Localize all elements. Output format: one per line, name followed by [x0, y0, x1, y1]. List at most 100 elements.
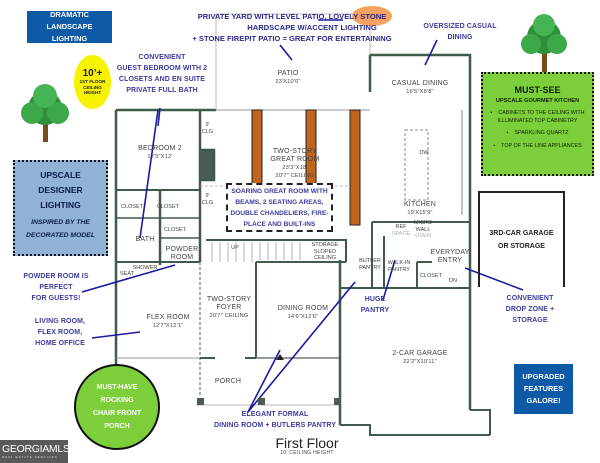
room-name: KITCHEN [403, 201, 437, 208]
callout-line: ELEGANT FORMAL [241, 411, 309, 418]
box-line: SOARING GREAT ROOM WITH [231, 187, 328, 195]
room-dim: 12'3"X12' [147, 154, 173, 160]
callout-line: OVERSIZED CASUAL [423, 23, 497, 30]
ceiling-note-top: 9' CLG [200, 122, 215, 135]
callout-line: CONVENIENT [506, 295, 554, 302]
callout-line: FLEX ROOM, [37, 329, 83, 336]
arrow-pantry [382, 259, 396, 301]
callout-line: + STONE FIREPIT PATIO = GREAT FOR ENTERT… [192, 34, 392, 43]
drop-zone-callout: CONVENIENT DROP ZONE + STORAGE [495, 293, 565, 326]
room-dining: DINING ROOM 14'6"X12'6" [268, 305, 338, 321]
room-name: TWO-STORY FOYER [206, 296, 252, 311]
label-ref-space: REF SPACE [391, 224, 411, 237]
callout-line: STORAGE [512, 317, 548, 324]
room-name: CASUAL DINING [391, 80, 449, 87]
wall-casual-right [370, 53, 472, 232]
label-micro-wall-oven: MICRO WALL OVEN [412, 220, 434, 240]
floor-title-block: First Floor 10' CEILING HEIGHT [262, 436, 352, 456]
designer-lighting-box: UPSCALE DESIGNER LIGHTING INSPIRED BY TH… [13, 160, 108, 256]
room-foyer: TWO-STORY FOYER 20'7" CEILING [203, 296, 255, 320]
georgia-mls-logo: GEORGIAMLS REAL ESTATE SERVICES [0, 440, 70, 463]
ceiling-note-bottom: 9' CLG [200, 193, 215, 206]
room-dim: 16'5"X8'8" [406, 89, 434, 95]
logo-subtext: REAL ESTATE SERVICES [2, 455, 58, 459]
note-line: REF [395, 224, 407, 230]
box-line: DOUBLE CHANDELIERS, FIRE- [230, 209, 329, 217]
flex-room-callout: LIVING ROOM, FLEX ROOM, HOME OFFICE [30, 316, 90, 349]
callout-line: HUGE [364, 296, 386, 303]
box-line: PLACE AND BUILT-INS [243, 220, 316, 228]
callout-line: CONVENIENT [138, 54, 186, 61]
circle-line: ROCKING [100, 397, 134, 404]
circle-line: PORCH [104, 423, 130, 430]
note-line: WALL [415, 226, 431, 233]
room-closet: CLOSET [163, 227, 186, 233]
room-name: FLEX ROOM [146, 314, 190, 321]
logo-text: GEORGIAMLS [2, 443, 70, 455]
tree-right [521, 14, 567, 74]
room-dim: 23'X10'6" [275, 79, 301, 85]
room-dim: 20'7" CEILING [209, 313, 249, 319]
room-dim: 12'7"X12'1" [152, 323, 184, 329]
room-butler-pantry: BUTLER PANTRY [356, 258, 384, 271]
badge-line: 1ST FLOOR [79, 79, 106, 85]
arrow-powder [81, 264, 176, 293]
circle-line: CHAIR FRONT [92, 410, 142, 417]
room-note: 20'7" CEILING [275, 173, 315, 179]
arrow-drop-zone [464, 267, 524, 291]
room-walk-in-pantry: WALK-IN PANTRY [384, 260, 414, 273]
badge-line: CEILING [83, 84, 102, 90]
box-line: GALORE! [526, 396, 561, 405]
room-garage: 2-CAR GARAGE 22'2"X19'11" [375, 350, 465, 366]
arrow-yard [279, 44, 293, 61]
box-subtitle-line: DECORATED MODEL [26, 232, 95, 239]
great-room-feature-box: SOARING GREAT ROOM WITH BEAMS, 2 SEATING… [226, 183, 333, 232]
arrow-flex [91, 331, 141, 339]
floor-subtitle: 10' CEILING HEIGHT [280, 450, 334, 456]
room-seat: SEAT [120, 271, 134, 277]
bullet-item: SPARKLING QUARTZ [483, 129, 592, 137]
room-great-room: TWO-STORY GREAT ROOM 23'3"X18' 20'7" CEI… [265, 148, 325, 180]
room-name: PATIO [277, 70, 299, 77]
label-stairs-down: DN [449, 278, 457, 284]
label-stairs-up: UP [231, 245, 239, 251]
arrow-bath [139, 109, 159, 239]
room-closet: CLOSET [120, 204, 143, 210]
room-flex: FLEX ROOM 12'7"X12'1" [138, 314, 198, 330]
box-title-line: UPSCALE [40, 170, 81, 180]
note-line: PANTRY [388, 266, 410, 273]
room-name: DINING ROOM [277, 305, 329, 312]
note-line: MICRO [413, 220, 433, 226]
bullet-item: CABINETS TO THE CEILING WITH ILLUMINATED… [483, 109, 592, 125]
room-kitchen: KITCHEN 19'X15'9" [395, 201, 445, 217]
arrow-casual-dining [424, 39, 438, 66]
room-name: BEDROOM 2 [138, 145, 182, 152]
circle-line: MUST-HAVE [96, 384, 138, 391]
floor-title: First Floor [275, 435, 339, 451]
note-line: OVEN [415, 233, 431, 239]
room-casual-dining: CASUAL DINING 16'5"X8'8" [380, 80, 460, 96]
note-line: ENTRY [437, 257, 463, 264]
room-closet: CLOSET [156, 204, 179, 210]
box-line: OR STORAGE [498, 243, 545, 250]
room-dim: 14'6"X12'6" [287, 314, 319, 320]
room-dim: 22'2"X19'11" [403, 359, 437, 365]
bullet-item: TOP OF THE LINE APPLIANCES [483, 142, 592, 150]
box-line: 3RD-CAR GARAGE [489, 230, 554, 237]
yard-callout: PRIVATE YARD WITH LEVEL PATIO, LOVELY ST… [152, 11, 432, 44]
box-title-line: LIGHTING [40, 200, 81, 210]
landscape-lighting-box: DRAMATIC LANDSCAPE LIGHTING [27, 10, 112, 43]
note-line: WALK-IN [387, 260, 411, 266]
box-line: LIGHTING [51, 34, 88, 43]
note-line: SLOPED [313, 248, 337, 255]
room-name: TWO-STORY GREAT ROOM [270, 148, 320, 163]
box-title: MUST-SEE [514, 85, 561, 95]
box-line: FEATURES [523, 384, 564, 393]
room-everyday-entry: EVERYDAY ENTRY [430, 249, 470, 265]
pantry-callout: HUGE PANTRY [350, 294, 400, 316]
note-line: CLG [201, 128, 214, 135]
box-line: BEAMS, 2 SEATING AREAS, [235, 198, 324, 206]
tree-left [21, 84, 69, 142]
